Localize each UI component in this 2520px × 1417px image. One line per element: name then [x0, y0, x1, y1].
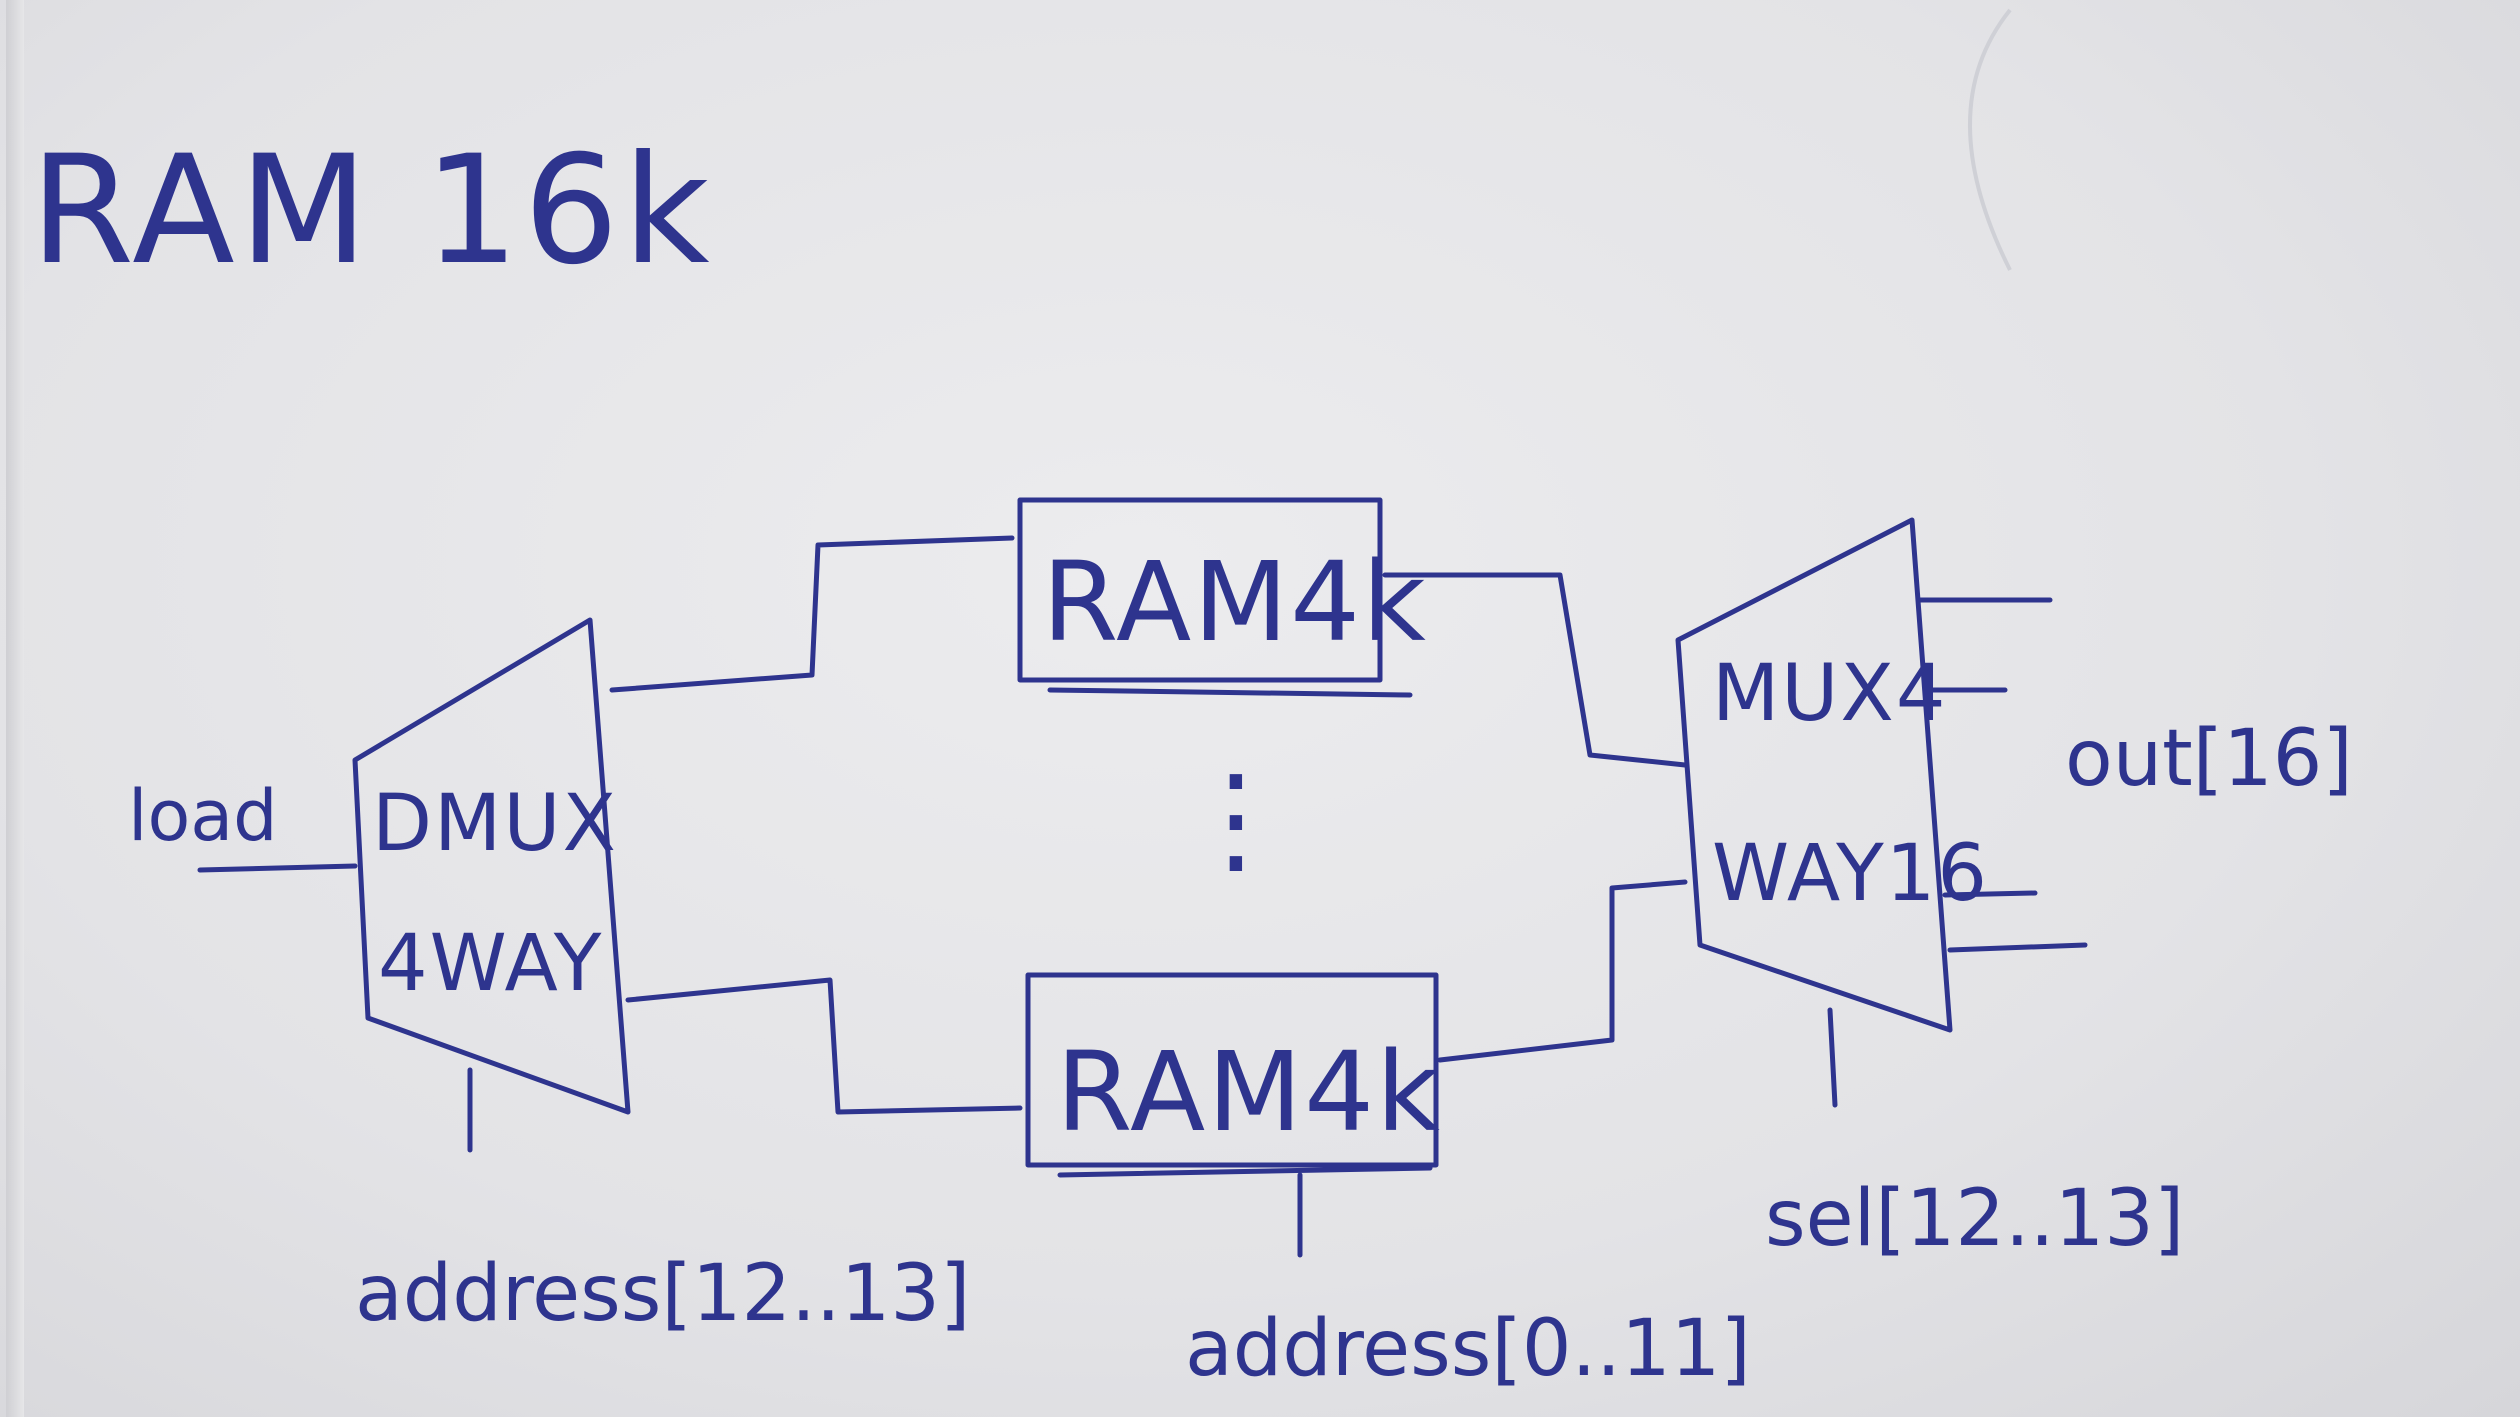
- ram4k-top-underline: [1047, 687, 1413, 698]
- load-wire: [197, 863, 358, 873]
- ram-bottom-to-mux-wire: [1437, 879, 1688, 1063]
- ram4k-bottom-label: RAM4k: [1056, 1028, 1442, 1156]
- ram-address-label: address[0..11]: [1185, 1304, 1751, 1394]
- mux-select-label: sel[12..13]: [1765, 1174, 2184, 1264]
- load-label: load: [128, 775, 278, 857]
- paper-mark: [1968, 8, 2012, 271]
- ram4k-top-label: RAM4k: [1042, 538, 1428, 666]
- ram4k-top-block: [1017, 497, 1383, 683]
- dmux-to-ram-bottom-wire: [625, 977, 1023, 1115]
- mux-output-wire-4: [1947, 942, 2088, 953]
- dmux-block: [352, 617, 631, 1115]
- mux-label-line2: WAY16: [1712, 829, 1989, 919]
- mux-select-wire: [1827, 1007, 1838, 1108]
- output-label: out[16]: [2065, 714, 2353, 804]
- ram4k-bottom-block: [1025, 972, 1439, 1168]
- ram-ellipsis: ⋮: [1176, 750, 1296, 889]
- dmux-select-label: address[12..13]: [355, 1249, 970, 1339]
- mux-block: [1675, 517, 1953, 1033]
- dmux-label-line1: DMUX: [372, 779, 618, 869]
- dmux-label-line2: 4WAY: [378, 919, 603, 1009]
- ram-top-to-mux-wire: [1382, 572, 1688, 768]
- diagram-title: RAM 16k: [30, 124, 714, 298]
- paper-edge: [6, 0, 24, 1417]
- mux-output-wire-3: [1942, 890, 2038, 898]
- mux-label-line1: MUX4: [1712, 649, 1947, 739]
- ram4k-bottom-underline: [1057, 1165, 1433, 1178]
- dmux-to-ram-top-wire: [609, 535, 1015, 693]
